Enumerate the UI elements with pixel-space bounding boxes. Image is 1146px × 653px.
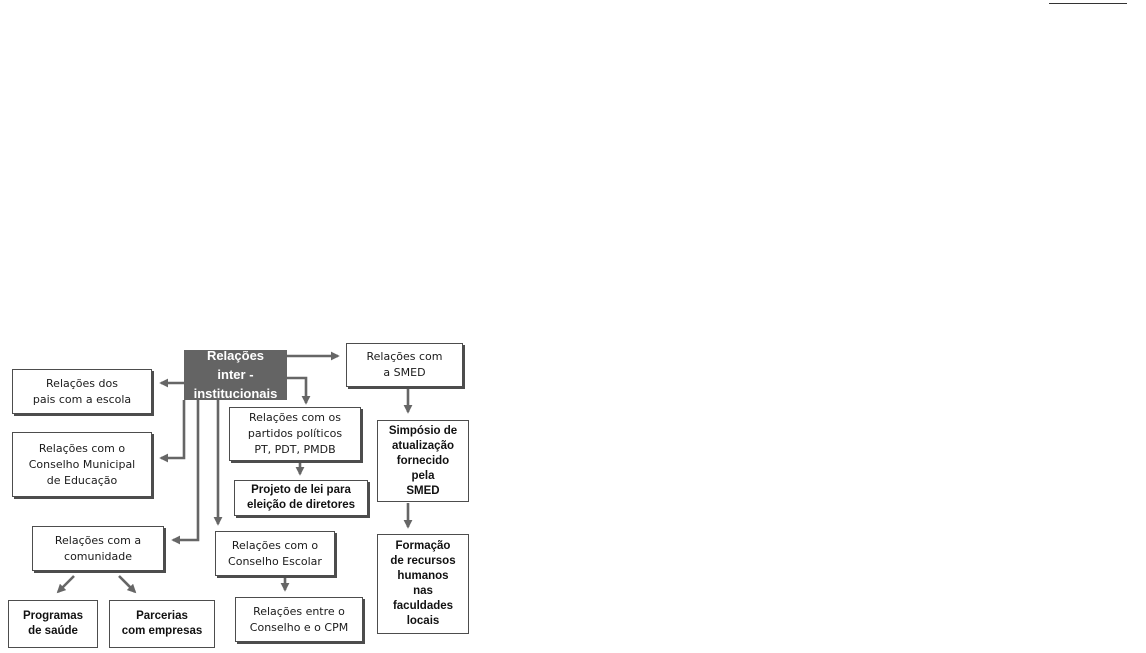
top-rule: [1049, 3, 1127, 4]
node-projeto-lei: Projeto de lei para eleição de diretores: [234, 480, 368, 516]
node-comunidade: Relações com a comunidade: [32, 526, 164, 571]
central-node-label: Relações inter - institucionais: [193, 350, 278, 400]
node-programas-saude: Programas de saúde: [8, 600, 98, 648]
node-formacao: Formação de recursos humanos nas faculda…: [377, 534, 469, 634]
central-node: Relações inter - institucionais: [184, 350, 287, 400]
node-conselho-escolar: Relações com o Conselho Escolar: [215, 531, 335, 576]
node-pais: Relações dos pais com a escola: [12, 369, 152, 414]
node-conselho-municipal: Relações com o Conselho Municipal de Edu…: [12, 432, 152, 497]
node-conselho-cpm: Relações entre o Conselho e o CPM: [235, 597, 363, 642]
node-simposio: Simpósio de atualização fornecido pela S…: [377, 420, 469, 502]
arrow-central-to-conselho-municipal: [159, 400, 186, 463]
node-parcerias: Parcerias com empresas: [109, 600, 215, 648]
node-partidos: Relações com os partidos políticos PT, P…: [229, 407, 361, 461]
arrow-central-to-comunidade: [171, 400, 200, 545]
arrow-comunidade-to-programas: [56, 575, 75, 594]
node-smed: Relações com a SMED: [346, 343, 463, 387]
arrow-comunidade-to-parcerias: [118, 575, 137, 594]
arrow-central-to-partidos: [286, 376, 311, 405]
